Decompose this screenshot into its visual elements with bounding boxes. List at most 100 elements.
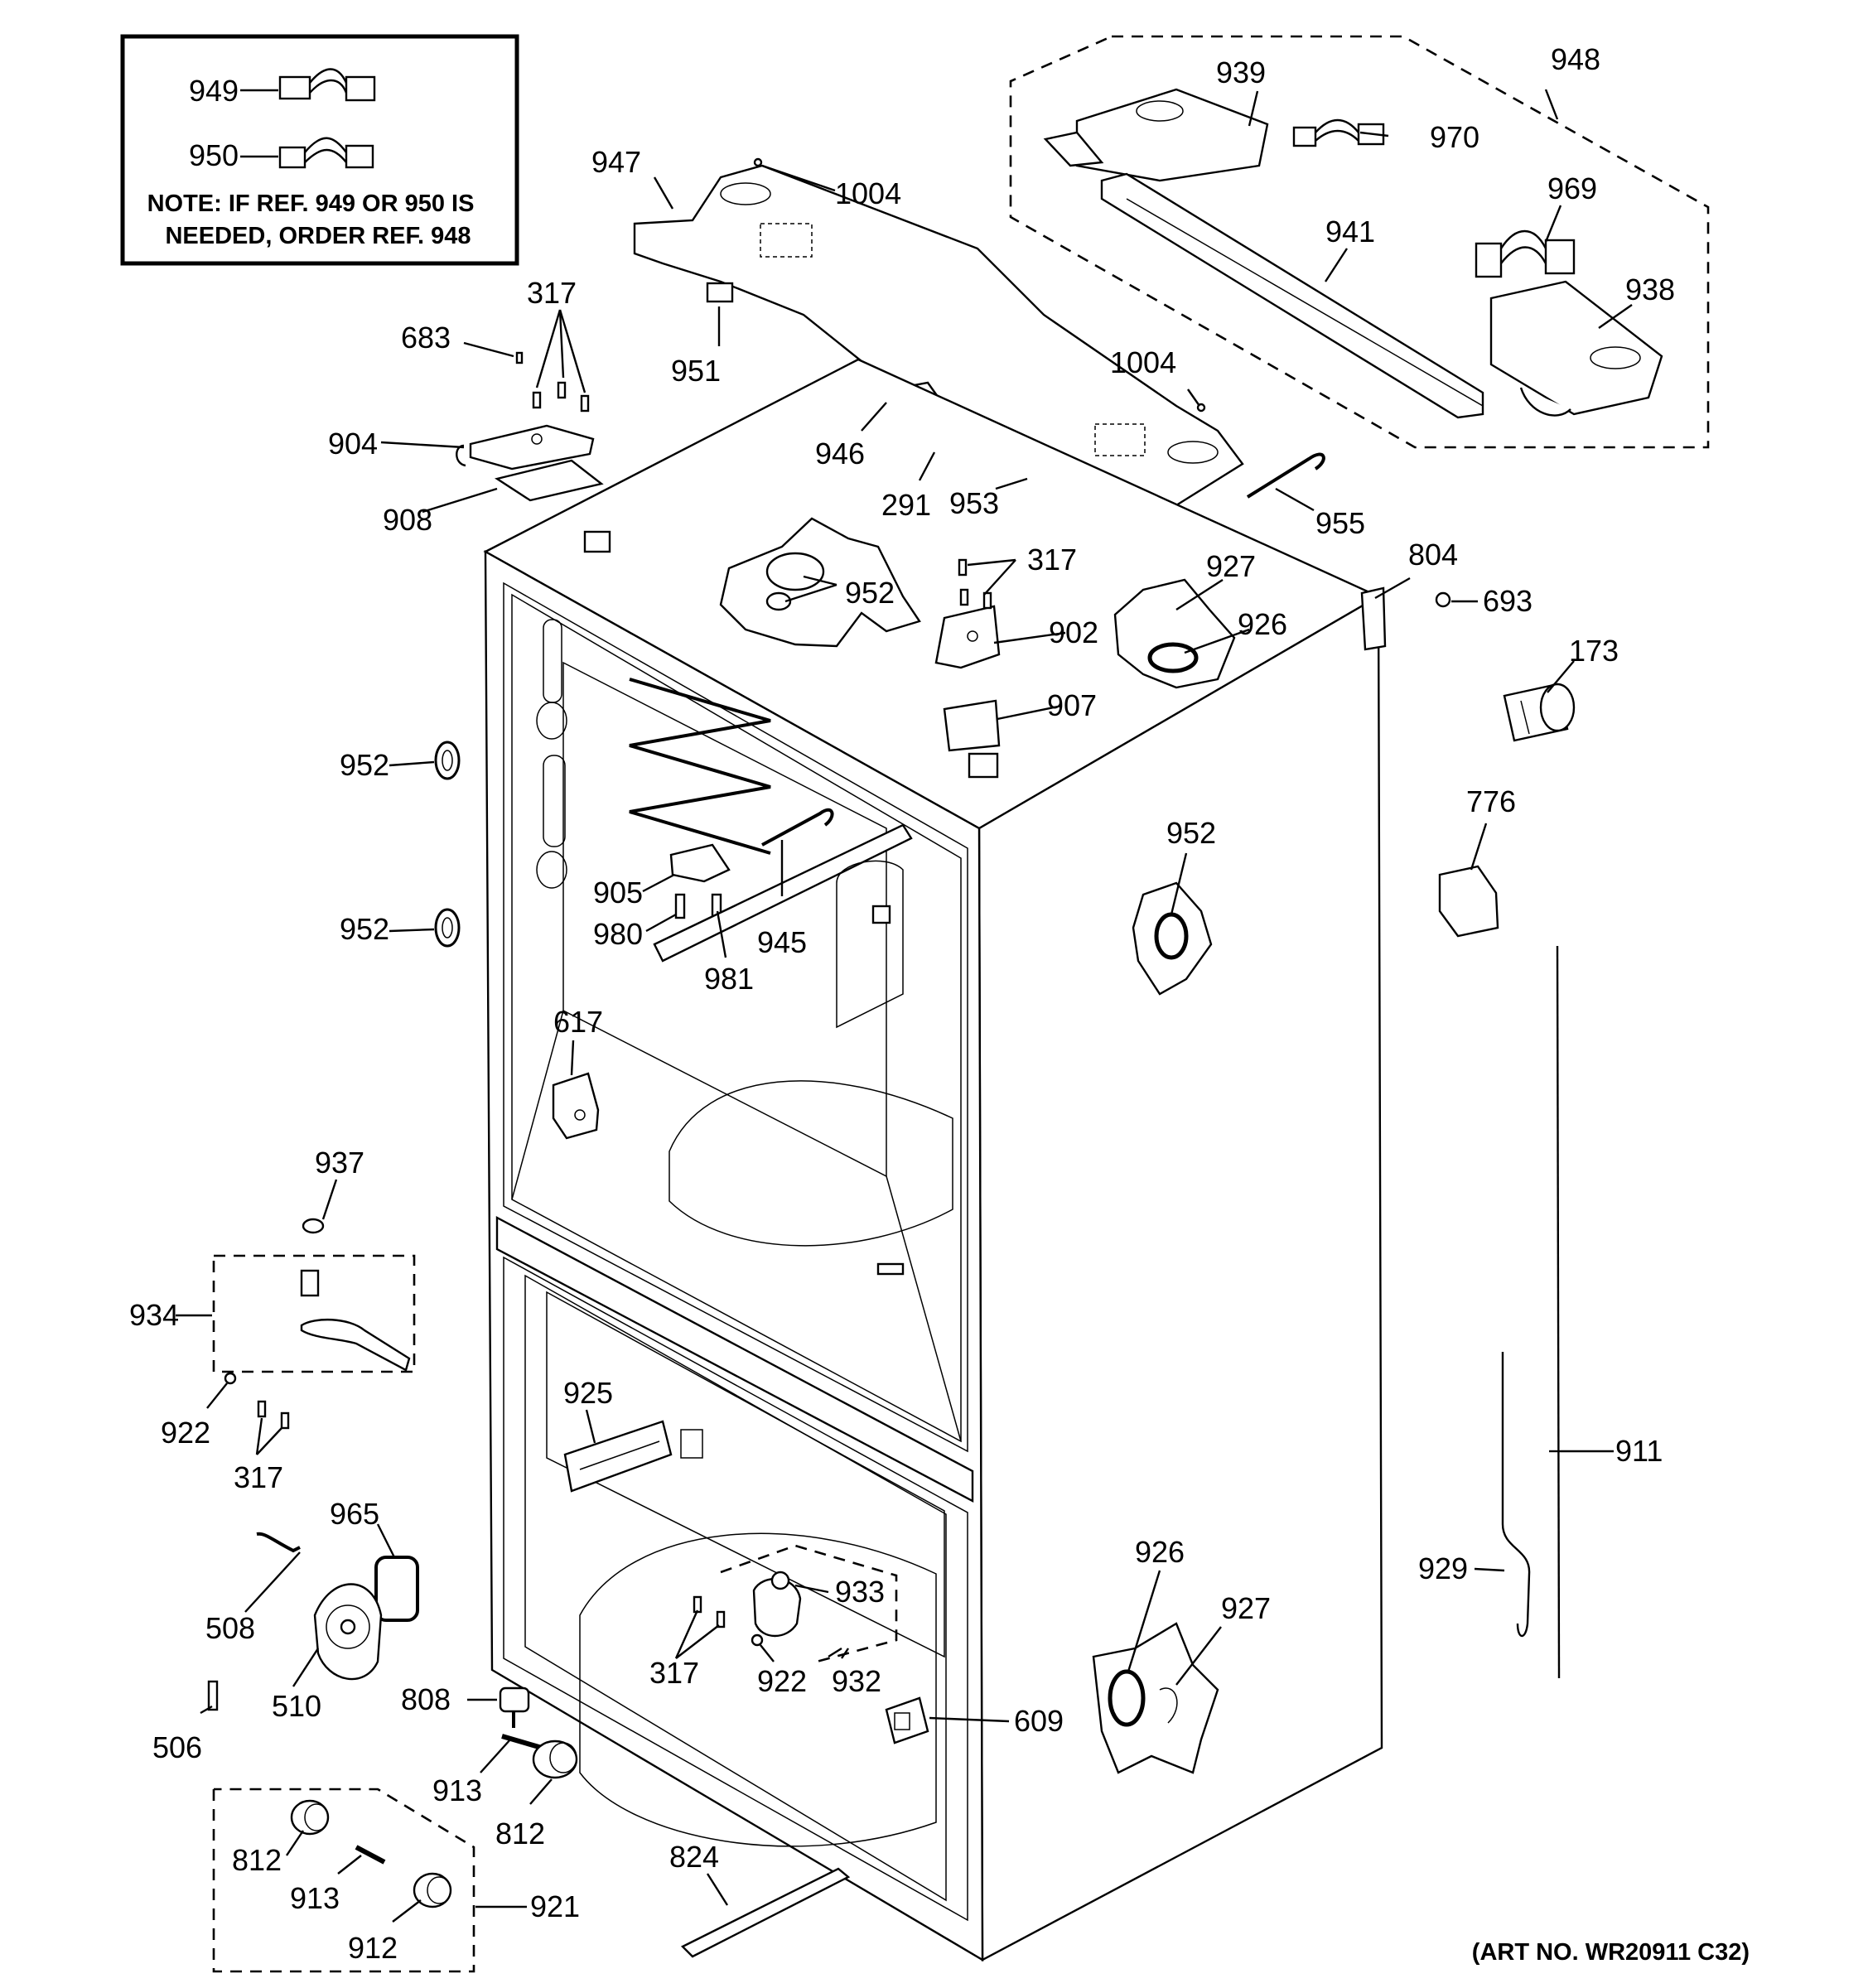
clip-951 (706, 282, 734, 303)
callout-812: 812 (495, 1817, 545, 1850)
screw-317-freezer (693, 1595, 702, 1614)
callout-902: 902 (1049, 615, 1098, 649)
callout-913: 913 (432, 1773, 482, 1807)
callout-693: 693 (1483, 584, 1533, 618)
callout-932: 932 (832, 1664, 881, 1698)
callout-776: 776 (1466, 784, 1516, 818)
insulation-patch-952-side (1132, 881, 1213, 996)
callout-1004-right: 1004 (1110, 345, 1176, 379)
callout-934: 934 (129, 1298, 179, 1332)
screws-317-top-left (532, 381, 590, 413)
callout-965: 965 (330, 1497, 379, 1531)
callout-951: 951 (671, 354, 721, 388)
clip-776 (1438, 865, 1499, 938)
callout-938: 938 (1625, 273, 1675, 306)
callout-912: 912 (348, 1931, 398, 1965)
callout-952-side: 952 (1166, 816, 1216, 850)
hinge-block (968, 752, 999, 779)
callout-911: 911 (1615, 1434, 1663, 1468)
screw-317-left-a (257, 1400, 267, 1418)
callout-908: 908 (383, 503, 432, 537)
callout-948: 948 (1551, 42, 1600, 76)
plate-907 (943, 699, 1001, 752)
roller-812-kit (290, 1799, 330, 1836)
water-fitting-173 (1503, 683, 1576, 742)
callout-926-top: 926 (1238, 607, 1287, 641)
wire-955 (1246, 452, 1325, 499)
roller-812 (532, 1740, 578, 1779)
leader-lines (176, 89, 1633, 1923)
screw-1004-top (753, 157, 763, 167)
callout-937: 937 (315, 1146, 364, 1180)
screw-506 (207, 1680, 219, 1711)
trim-block (876, 1262, 905, 1276)
roller-912 (413, 1872, 452, 1908)
callout-955: 955 (1315, 506, 1365, 540)
callout-317-freezer: 317 (649, 1656, 699, 1690)
rail-941 (1100, 172, 1484, 419)
callout-317-top: 317 (1027, 543, 1077, 577)
fan-assembly-510 (313, 1583, 383, 1681)
hinge-934 (300, 1269, 411, 1372)
board-925 (563, 1420, 673, 1493)
callout-291: 291 (881, 488, 931, 522)
callout-317-top-left: 317 (527, 276, 577, 310)
refrigerator-cabinet (483, 358, 1383, 1962)
callout-952-upper-left: 952 (340, 748, 389, 782)
callout-922-left: 922 (161, 1416, 210, 1450)
screw-922-left (224, 1372, 237, 1385)
callout-804: 804 (1408, 538, 1458, 572)
tube-911 (1556, 945, 1561, 1679)
screw-683 (515, 351, 524, 364)
callout-953: 953 (949, 486, 999, 520)
callout-506: 506 (152, 1730, 202, 1764)
art-number: (ART NO. WR20911 C32) (1472, 1939, 1750, 1966)
callout-980: 980 (593, 917, 643, 951)
callout-969: 969 (1547, 171, 1597, 205)
callout-609: 609 (1014, 1704, 1064, 1738)
callout-173: 173 (1569, 634, 1619, 668)
bracket-939 (1043, 88, 1269, 182)
note-line-1: NOTE: IF REF. 949 OR 950 IS (147, 191, 475, 217)
screw-693 (1435, 591, 1451, 608)
callout-952-top: 952 (845, 576, 895, 610)
screw-317-left-b (280, 1411, 290, 1430)
callout-926-lower: 926 (1135, 1535, 1185, 1569)
screw-922-freezer (751, 1633, 764, 1647)
freezer-vent (680, 1429, 703, 1459)
callout-508: 508 (205, 1611, 255, 1645)
wire-508 (256, 1532, 301, 1553)
callout-812-kit: 812 (232, 1843, 282, 1877)
callout-949: 949 (189, 74, 239, 108)
tube-929 (1501, 1352, 1531, 1638)
callout-labels: 949 950 947 1004 939 948 970 969 941 938… (129, 42, 1675, 1965)
wire-945 (761, 808, 834, 847)
callout-824: 824 (669, 1840, 719, 1874)
screws-317-top (958, 558, 992, 610)
ring-952-lower (434, 908, 461, 948)
callout-913-kit: 913 (290, 1881, 340, 1915)
callout-946: 946 (815, 437, 865, 470)
callout-317-left: 317 (234, 1460, 283, 1494)
wire-harness-950-icon (240, 137, 374, 169)
hinge-904 (456, 424, 595, 470)
callout-981: 981 (704, 962, 754, 996)
damper-617 (552, 1072, 600, 1140)
top-bracket-left (583, 530, 611, 553)
callout-941: 941 (1325, 215, 1375, 248)
note-line-2: NEEDED, ORDER REF. 948 (165, 223, 471, 249)
screw-317-freezer-2 (716, 1610, 726, 1629)
callout-904: 904 (328, 427, 378, 461)
bracket-938 (1489, 280, 1663, 417)
callout-921: 921 (530, 1889, 580, 1923)
callout-907: 907 (1047, 688, 1097, 722)
callout-925: 925 (563, 1376, 613, 1410)
callout-922-freezer: 922 (757, 1664, 807, 1698)
callout-510: 510 (272, 1689, 321, 1723)
callout-950: 950 (189, 138, 239, 172)
callout-970: 970 (1430, 120, 1479, 154)
callout-927-lower: 927 (1221, 1591, 1271, 1625)
group-948-outline (1009, 35, 1710, 449)
callout-683: 683 (401, 321, 451, 355)
